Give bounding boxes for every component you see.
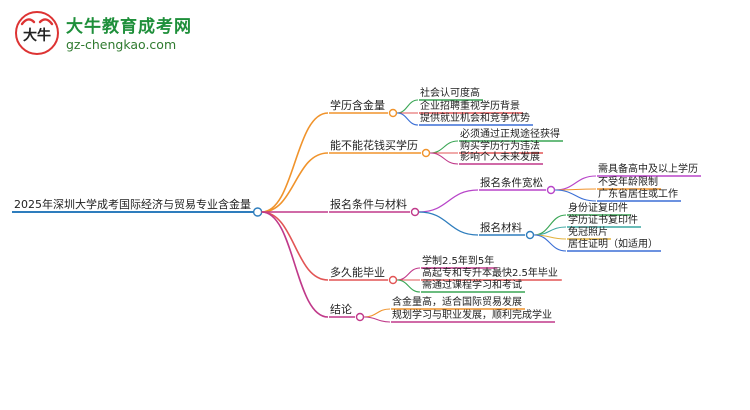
connector-line <box>396 279 421 293</box>
connector-line <box>261 152 329 213</box>
connector-line <box>533 214 567 236</box>
leaf-topic[interactable]: 免冠照片 <box>568 225 608 238</box>
leaf-topic[interactable]: 身份证复印件 <box>568 201 628 214</box>
connector-line <box>261 112 329 213</box>
connector-line <box>396 267 421 281</box>
leaf-topic[interactable]: 学制2.5年到5年 <box>422 254 494 267</box>
leaf-topic[interactable]: 购买学历行为违法 <box>460 139 540 152</box>
leaf-topic[interactable]: 社会认可度高 <box>420 86 480 99</box>
leaf-topic[interactable]: 规划学习与职业发展，顺利完成学业 <box>392 308 552 321</box>
branch-topic[interactable]: 结论 <box>330 302 352 316</box>
leaf-topic[interactable]: 高起专和专升本最快2.5年毕业 <box>422 266 558 279</box>
leaf-topic[interactable]: 企业招聘重视学历背景 <box>420 99 520 112</box>
bull-logo-icon: 大牛 <box>15 11 59 55</box>
leaf-topic[interactable]: 含金量高，适合国际贸易发展 <box>392 295 522 308</box>
node-circle <box>546 185 556 195</box>
sub-topic[interactable]: 报名材料 <box>480 221 522 234</box>
node-circle <box>410 207 420 217</box>
connector-line <box>261 211 329 318</box>
connector-line <box>418 189 479 213</box>
branch-topic[interactable]: 报名条件与材料 <box>330 197 407 211</box>
leaf-topic[interactable]: 提供就业机会和竞争优势 <box>420 111 530 124</box>
node-circle <box>525 230 535 240</box>
sub-topic[interactable]: 报名条件宽松 <box>480 176 543 189</box>
branch-topic[interactable]: 能不能花钱买学历 <box>330 138 418 152</box>
branch-topic[interactable]: 学历含金量 <box>330 98 385 112</box>
leaf-topic[interactable]: 学历证书复印件 <box>568 213 638 226</box>
leaf-topic[interactable]: 需具备高中及以上学历 <box>598 162 698 175</box>
connector-line <box>396 99 419 114</box>
leaf-topic[interactable]: 影响个人未来发展 <box>460 150 540 163</box>
brand-name: 大牛教育成考网 <box>66 17 192 37</box>
leaf-topic[interactable]: 需通过课程学习和考试 <box>422 278 522 291</box>
connector-line <box>418 211 479 236</box>
connector-line <box>363 308 391 318</box>
node-circle <box>421 148 431 158</box>
node-circle <box>388 275 398 285</box>
logo-mark-text: 大牛 <box>23 27 51 44</box>
brand-url: gz-chengkao.com <box>66 37 177 52</box>
connector-line <box>363 316 391 323</box>
connector-line <box>554 175 597 191</box>
connector-line <box>429 140 459 154</box>
branch-topic[interactable]: 多久能毕业 <box>330 265 385 279</box>
connector-line <box>533 234 567 252</box>
connector-line <box>261 211 329 281</box>
connector-line <box>554 189 597 202</box>
connector-line <box>429 152 459 165</box>
root-topic[interactable]: 2025年深圳大学成考国际经济与贸易专业含金量 <box>14 197 251 211</box>
leaf-topic[interactable]: 居住证明（如适用） <box>568 237 658 250</box>
node-circle <box>252 207 263 217</box>
node-circle <box>355 312 365 322</box>
brand-logo[interactable]: 大牛 大牛教育成考网 gz-chengkao.com <box>14 10 234 56</box>
leaf-topic[interactable]: 必须通过正规途径获得 <box>460 127 560 140</box>
leaf-topic[interactable]: 广东省居住或工作 <box>598 187 678 200</box>
connector-line <box>396 112 419 126</box>
node-circle <box>388 108 398 118</box>
leaf-topic[interactable]: 不受年龄限制 <box>598 175 658 188</box>
